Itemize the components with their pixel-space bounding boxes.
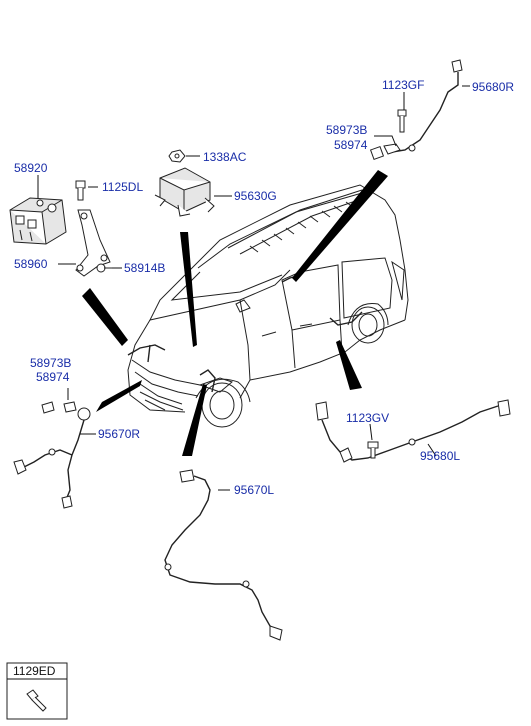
label-58914B[interactable]: 58914B [124,261,165,275]
label-95680L[interactable]: 95680L [420,449,460,463]
hydraulic-unit-58920 [9,197,67,245]
label-95670R[interactable]: 95670R [98,427,140,441]
bolt-1123GV [367,441,379,459]
pointer-arrows [82,170,388,456]
wheel-sensor-95670R [13,401,91,509]
label-95680R[interactable]: 95680R [472,80,514,94]
bolt-1125DL [75,180,86,201]
label-1123GV[interactable]: 1123GV [346,411,389,425]
pointer-rear-right [292,170,388,282]
bolt-58914B [96,263,112,273]
van-illustration [127,184,409,428]
legend-box-1129ED: 1129ED [6,662,68,720]
label-95670L[interactable]: 95670L [234,483,274,497]
label-1123GF[interactable]: 1123GF [382,78,424,92]
label-58974-front[interactable]: 58974 [36,370,70,384]
leader-lines [37,85,470,491]
label-58920[interactable]: 58920 [14,161,48,175]
wheel-sensor-95680R [369,59,463,161]
label-1338AC[interactable]: 1338AC [203,150,247,164]
pointer-sensor-module [180,232,197,347]
label-58973B-front[interactable]: 58973B [30,356,71,370]
legend-label-1129ED[interactable]: 1129ED [13,664,56,678]
label-95630G[interactable]: 95630G [234,189,277,203]
wheel-sensor-95680L [315,399,511,463]
bolt-1123GF [397,109,407,133]
pointer-rear-left [336,340,362,390]
label-1125DL[interactable]: 1125DL [102,180,143,194]
sensor-module-95630G [154,167,215,217]
pointer-front-right [182,384,207,456]
part-labels: 58920 1125DL 58960 58914B 1338AC 95630G … [14,78,514,497]
nut-1338AC [168,149,186,163]
pointer-hydraulic-unit [82,288,128,346]
bracket-58960 [75,209,111,277]
roof-rail-ribs [249,201,355,253]
label-58973B-rear[interactable]: 58973B [326,123,367,137]
pointer-front-left [96,380,142,412]
bolt-1129ED-icon [26,689,47,712]
wheel-sensor-95670L [164,469,283,641]
label-58974-rear[interactable]: 58974 [334,138,368,152]
label-58960[interactable]: 58960 [14,257,48,271]
